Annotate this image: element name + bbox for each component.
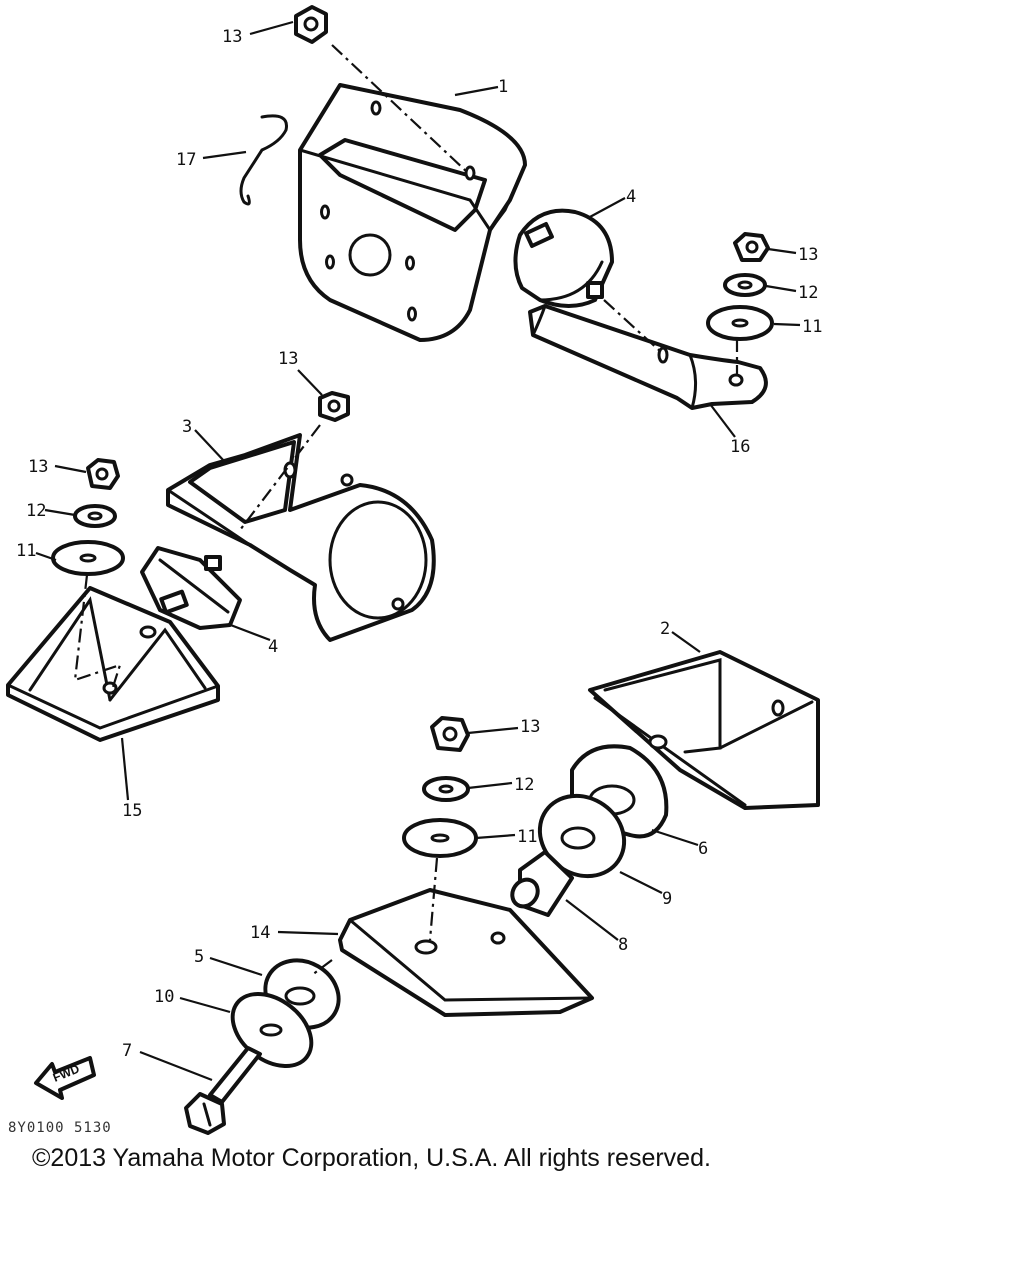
fastener-stack-lower xyxy=(402,716,478,858)
callout-11: 11 xyxy=(16,541,36,561)
part-2-bracket xyxy=(588,650,820,810)
part-4-damper-lower xyxy=(140,546,242,630)
callout-16: 16 xyxy=(730,437,750,457)
alignment-line xyxy=(331,44,468,173)
callout-11: 11 xyxy=(517,827,537,847)
callout-5: 5 xyxy=(194,947,204,967)
fwd-arrow-icon: FWD xyxy=(34,1056,96,1100)
part-3-bracket xyxy=(166,433,436,642)
alignment-line xyxy=(428,857,439,941)
callout-13: 13 xyxy=(278,349,298,369)
callout-10: 10 xyxy=(154,987,174,1007)
callout-9: 9 xyxy=(662,889,672,909)
callout-12: 12 xyxy=(26,501,46,521)
part-7-bolt xyxy=(184,1046,262,1135)
callout-13: 13 xyxy=(222,27,242,47)
alignment-line xyxy=(341,949,421,1001)
callout-4: 4 xyxy=(626,187,636,207)
callout-8: 8 xyxy=(618,935,628,955)
callout-11: 11 xyxy=(802,317,822,337)
part-13-nut-top xyxy=(294,5,328,44)
callout-3: 3 xyxy=(182,417,192,437)
part-8-collar xyxy=(510,850,574,917)
part-16-bracket xyxy=(528,304,768,410)
fastener-stack-left xyxy=(51,458,125,576)
callout-13: 13 xyxy=(520,717,540,737)
leader-lines xyxy=(35,20,801,1082)
copyright-notice: ©2013 Yamaha Motor Corporation, U.S.A. A… xyxy=(32,1144,711,1172)
callout-6: 6 xyxy=(698,839,708,859)
callout-14: 14 xyxy=(250,923,270,943)
callout-4: 4 xyxy=(268,637,278,657)
part-15-bracket xyxy=(6,586,220,742)
exploded-parts-diagram: FWD 13 1 17 4 1 xyxy=(6,5,822,1136)
callout-12: 12 xyxy=(514,775,534,795)
fastener-stack-upper-right xyxy=(706,232,774,341)
part-17-clip xyxy=(239,114,288,206)
alignment-line xyxy=(239,424,321,531)
callout-1: 1 xyxy=(498,77,508,97)
callout-15: 15 xyxy=(122,801,142,821)
callout-13: 13 xyxy=(28,457,48,477)
diagram-code: 8Y0100 5130 xyxy=(8,1120,112,1136)
alignment-line xyxy=(311,959,333,976)
callout-13: 13 xyxy=(798,245,818,265)
part-13-nut-middle xyxy=(318,391,350,422)
alignment-line xyxy=(73,574,122,691)
part-4-damper-upper xyxy=(513,208,614,308)
callout-12: 12 xyxy=(798,283,818,303)
callout-17: 17 xyxy=(176,150,196,170)
part-1-bracket xyxy=(298,83,527,342)
callout-2: 2 xyxy=(660,619,670,639)
part-9-washer xyxy=(537,793,627,879)
alignment-line xyxy=(603,299,662,353)
callout-7: 7 xyxy=(122,1041,132,1061)
